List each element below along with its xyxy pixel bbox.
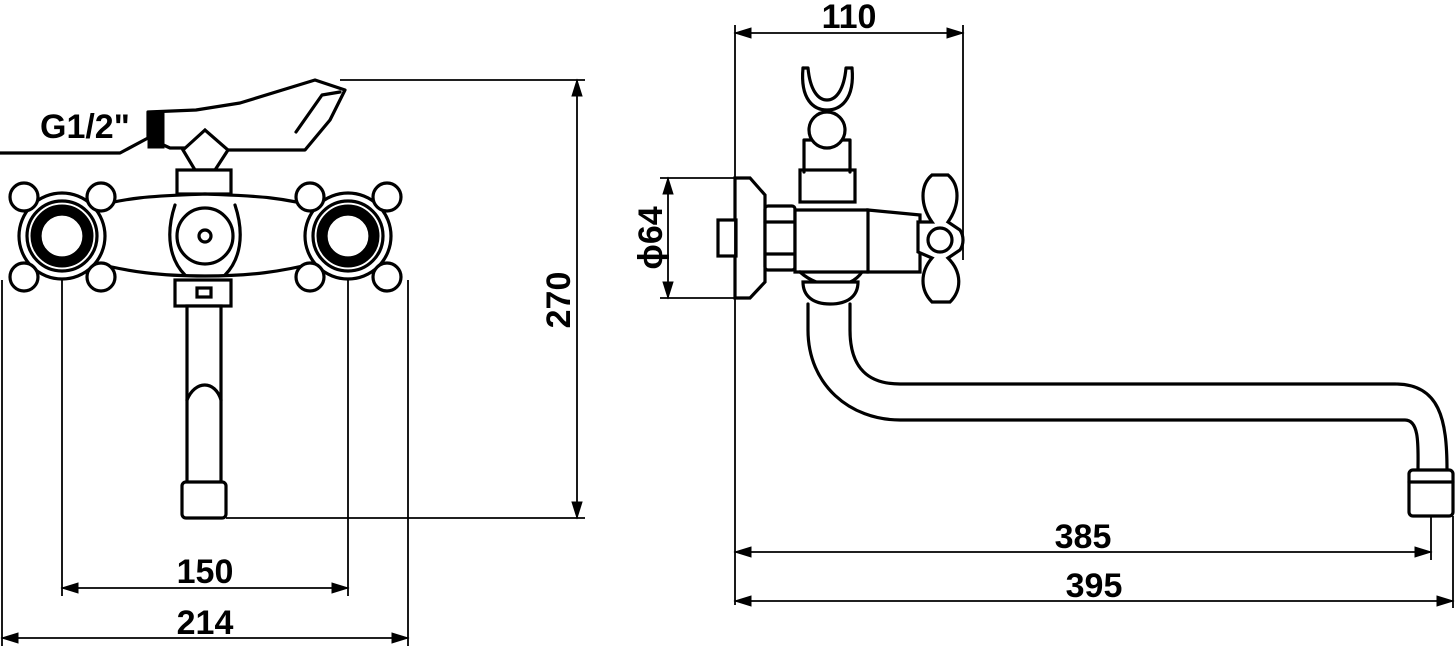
dimension-width-label: 214 xyxy=(177,604,234,642)
dimension-reach-label: 385 xyxy=(1055,518,1112,556)
dimension-spacing-label: 150 xyxy=(177,553,234,591)
side-cross-handle xyxy=(916,173,965,304)
dimension-length-label: 395 xyxy=(1066,567,1123,605)
dimension-height-label: 270 xyxy=(540,272,578,329)
diverter xyxy=(175,127,233,196)
dimension-depth-label: 110 xyxy=(822,0,877,36)
shower-holder xyxy=(798,66,857,204)
thread-label: G1/2" xyxy=(40,108,130,146)
right-cross-handle xyxy=(294,181,403,293)
wall-flange xyxy=(733,176,767,300)
side-dimension-lines xyxy=(660,25,1455,608)
hex-nut xyxy=(763,204,797,272)
side-view: 110 ϕ64 385 395 xyxy=(632,0,1455,608)
front-dimension-lines xyxy=(0,78,585,646)
dimension-diameter-label: ϕ64 xyxy=(632,206,670,269)
side-swing-spout xyxy=(801,280,1455,518)
front-view: G1/2" 270 150 214 xyxy=(0,78,585,646)
front-spout xyxy=(173,278,233,520)
left-cross-handle xyxy=(8,181,117,293)
